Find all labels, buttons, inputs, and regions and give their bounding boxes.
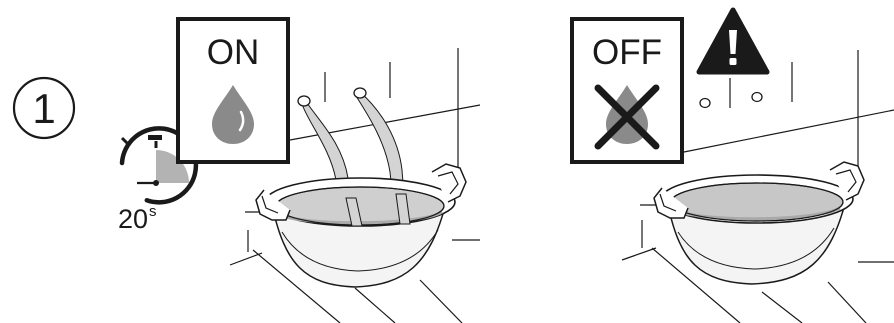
on-label: ON: [207, 33, 260, 72]
step-number-badge: 1: [12, 76, 76, 140]
off-sign: OFF: [570, 17, 684, 164]
basin-filling: [255, 163, 467, 288]
nozzles-off: [699, 91, 763, 109]
warning-triangle-icon: [696, 7, 770, 75]
timer-seconds-value: 20: [118, 204, 148, 234]
timer-elapsed-sector: [156, 150, 189, 183]
basin-full: [653, 161, 865, 285]
shower-tile-lines-right: [621, 50, 894, 323]
water-drop-icon: [212, 85, 254, 144]
timer-seconds-unit: s: [149, 203, 157, 220]
step-number-label: 1: [32, 85, 55, 132]
on-sign: ON: [176, 17, 290, 164]
water-drop-crossed-icon: [594, 84, 660, 150]
off-label: OFF: [592, 33, 662, 72]
